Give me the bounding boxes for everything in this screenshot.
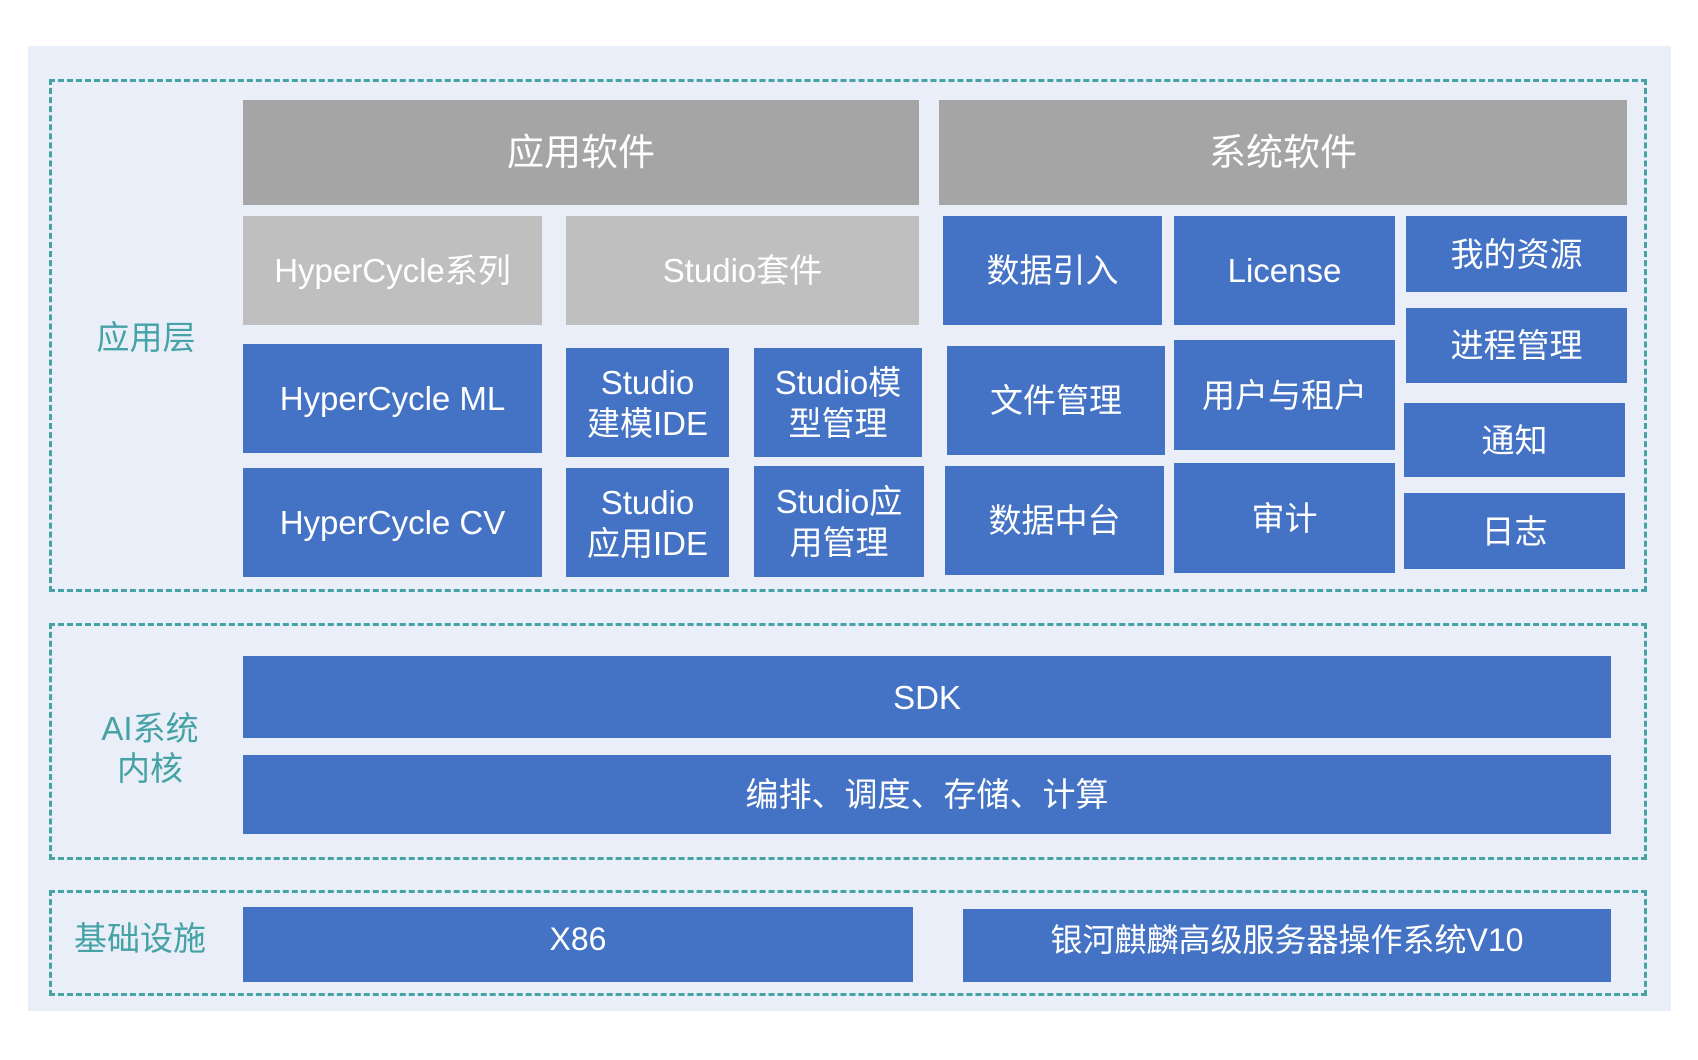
file-management-block: 文件管理 [947, 346, 1165, 455]
license-block: License [1174, 216, 1395, 325]
data-import-block: 数据引入 [943, 216, 1162, 325]
sdk-block: SDK [243, 656, 1611, 738]
hypercycle-ml-block: HyperCycle ML [243, 344, 542, 453]
x86-hardware-text: X86 [549, 921, 607, 957]
app-software-header: 应用软件 [243, 100, 919, 205]
data-platform-block: 数据中台 [945, 466, 1164, 575]
studio-model-management-line-2: 型管理 [788, 404, 888, 442]
log-text: 日志 [1481, 512, 1548, 550]
license-text: License [1227, 252, 1342, 289]
studio-app-ide-line-1: Studio [600, 483, 695, 521]
file-management-text: 文件管理 [990, 382, 1122, 419]
app-software-title: 应用软件 [507, 132, 655, 173]
studio-model-management-block: Studio模 型管理 [754, 348, 922, 457]
studio-suite-header: Studio套件 [566, 216, 919, 325]
infrastructure-layer-frame [49, 890, 1647, 996]
infrastructure-layer-label-text: 基础设施 [74, 920, 206, 957]
studio-modeling-ide-line-2: 建模IDE [586, 404, 708, 442]
studio-app-ide-line-2: 应用IDE [586, 524, 708, 562]
kernel-services-block: 编排、调度、存储、计算 [243, 755, 1611, 834]
studio-app-management-block: Studio应 用管理 [754, 466, 924, 577]
studio-model-management-line-1: Studio模 [774, 363, 902, 401]
application-layer-label: 应用层 [97, 318, 196, 358]
ai-kernel-label-line-2: 内核 [117, 750, 183, 787]
application-layer-frame [49, 79, 1647, 592]
log-block: 日志 [1404, 493, 1625, 569]
x86-hardware-block: X86 [243, 907, 913, 982]
data-import-text: 数据引入 [986, 252, 1119, 289]
process-management-text: 进程管理 [1450, 327, 1583, 364]
sdk-text: SDK [893, 678, 961, 716]
kernel-services-text: 编排、调度、存储、计算 [745, 776, 1109, 813]
studio-modeling-ide-line-1: Studio [600, 363, 695, 401]
kylin-os-text: 银河麒麟高级服务器操作系统V10 [1050, 922, 1524, 958]
studio-app-management-line-1: Studio应 [775, 482, 903, 520]
hypercycle-series-title: HyperCycle系列 [274, 252, 511, 289]
studio-modeling-ide-block: Studio 建模IDE [566, 348, 729, 457]
hypercycle-cv-block: HyperCycle CV [243, 468, 542, 577]
infrastructure-layer-label: 基础设施 [74, 919, 206, 959]
my-resources-text: 我的资源 [1450, 235, 1583, 273]
hypercycle-series-header: HyperCycle系列 [243, 216, 542, 325]
ai-kernel-layer-label: AI系统 内核 [101, 709, 198, 789]
data-platform-text: 数据中台 [988, 502, 1121, 539]
ai-kernel-label-line-1: AI系统 [101, 710, 199, 747]
my-resources-block: 我的资源 [1406, 216, 1627, 292]
system-software-header: 系统软件 [939, 100, 1627, 205]
audit-block: 审计 [1174, 463, 1395, 573]
studio-app-ide-block: Studio 应用IDE [566, 468, 729, 577]
ai-kernel-layer-frame [49, 623, 1647, 860]
user-tenant-block: 用户与租户 [1174, 340, 1395, 450]
system-software-title: 系统软件 [1209, 132, 1357, 173]
notification-text: 通知 [1481, 421, 1548, 459]
user-tenant-text: 用户与租户 [1202, 376, 1367, 414]
studio-suite-title: Studio套件 [662, 252, 823, 289]
kylin-os-block: 银河麒麟高级服务器操作系统V10 [963, 909, 1611, 982]
audit-text: 审计 [1251, 499, 1318, 537]
hypercycle-ml-text: HyperCycle ML [279, 380, 506, 417]
studio-app-management-line-2: 用管理 [789, 523, 889, 561]
hypercycle-cv-text: HyperCycle CV [279, 504, 506, 541]
notification-block: 通知 [1404, 403, 1625, 477]
process-management-block: 进程管理 [1406, 308, 1627, 383]
application-layer-label-text: 应用层 [96, 319, 196, 356]
